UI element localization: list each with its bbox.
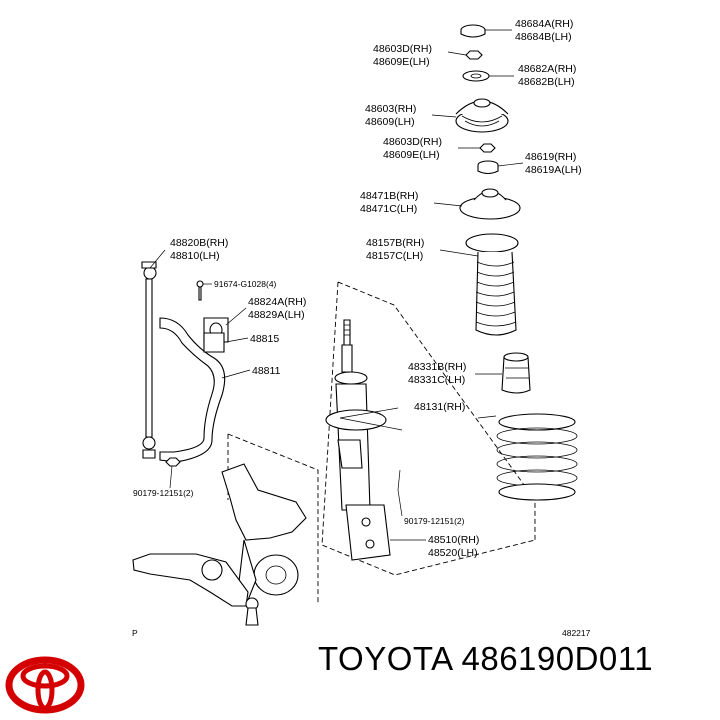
leader-lines	[149, 29, 524, 541]
label-90179-left: 90179-12151(2)	[133, 488, 194, 498]
brand-name: TOYOTA	[318, 640, 452, 677]
steering-knuckle-part	[221, 463, 307, 601]
label-48131: 48131(RH)	[414, 401, 465, 413]
label-48811: 48811	[252, 365, 281, 377]
label-48157c: 48157C(LH)	[366, 250, 423, 262]
label-48684a: 48684A(RH)	[515, 18, 573, 30]
label-48820b: 48820B(RH)	[170, 237, 228, 249]
strut-mount-part	[455, 98, 509, 133]
label-48619a: 48619A(LH)	[525, 164, 582, 176]
label-48157b: 48157B(RH)	[366, 237, 424, 249]
label-48510: 48510(RH)	[428, 534, 479, 546]
knuckle-group-frame	[227, 433, 319, 605]
link-nut-part	[165, 457, 181, 467]
label-90179-right: 90179-12151(2)	[404, 516, 465, 526]
stabilizer-bar-part	[159, 317, 226, 463]
marker-p: P	[132, 628, 138, 638]
coil-spring-part	[496, 413, 578, 501]
label-48331c: 48331C(LH)	[408, 374, 465, 386]
bearing-part	[477, 160, 499, 175]
label-48520: 48520(LH)	[428, 547, 478, 559]
nut-mid-part	[479, 143, 496, 153]
label-48815: 48815	[250, 333, 279, 345]
label-48609: 48609(LH)	[365, 116, 415, 128]
label-48682a: 48682A(RH)	[518, 63, 576, 75]
bushing-bolt-part	[196, 280, 204, 301]
label-48829a: 48829A(LH)	[248, 309, 305, 321]
label-48684b: 48684B(LH)	[515, 31, 572, 43]
stabilizer-link-part	[141, 261, 157, 459]
label-48471c: 48471C(LH)	[360, 203, 417, 215]
spring-insulator-boot-part	[465, 233, 519, 336]
label-48609e-top: 48609E(LH)	[373, 56, 430, 68]
lower-arm-part	[132, 553, 259, 626]
label-48682b: 48682B(LH)	[518, 76, 575, 88]
dust-cap-part	[460, 24, 486, 38]
washer-part	[462, 70, 490, 82]
label-48331b: 48331B(RH)	[408, 361, 466, 373]
spring-upper-seat-part	[459, 188, 521, 220]
label-48471b: 48471B(RH)	[360, 190, 418, 202]
nut-top-part	[465, 50, 483, 60]
toyota-logo	[5, 656, 85, 714]
diagram-number: 482217	[562, 628, 591, 638]
part-number: 486190D011	[461, 640, 654, 677]
label-91674: 91674-G1028(4)	[214, 279, 277, 289]
bump-stopper-part	[501, 352, 531, 394]
label-48619: 48619(RH)	[525, 151, 576, 163]
label-48603: 48603(RH)	[365, 103, 416, 115]
strut-group-frame	[321, 281, 536, 576]
bracket-part	[203, 332, 225, 353]
label-48603d-mid: 48603D(RH)	[383, 136, 442, 148]
footer-caption: TOYOTA 486190D011	[318, 640, 653, 678]
label-48824a: 48824A(RH)	[248, 296, 306, 308]
label-48609e-mid: 48609E(LH)	[383, 149, 440, 161]
shock-absorber-part	[325, 319, 391, 561]
label-48603d-top: 48603D(RH)	[373, 43, 432, 55]
label-48810: 48810(LH)	[170, 250, 220, 262]
